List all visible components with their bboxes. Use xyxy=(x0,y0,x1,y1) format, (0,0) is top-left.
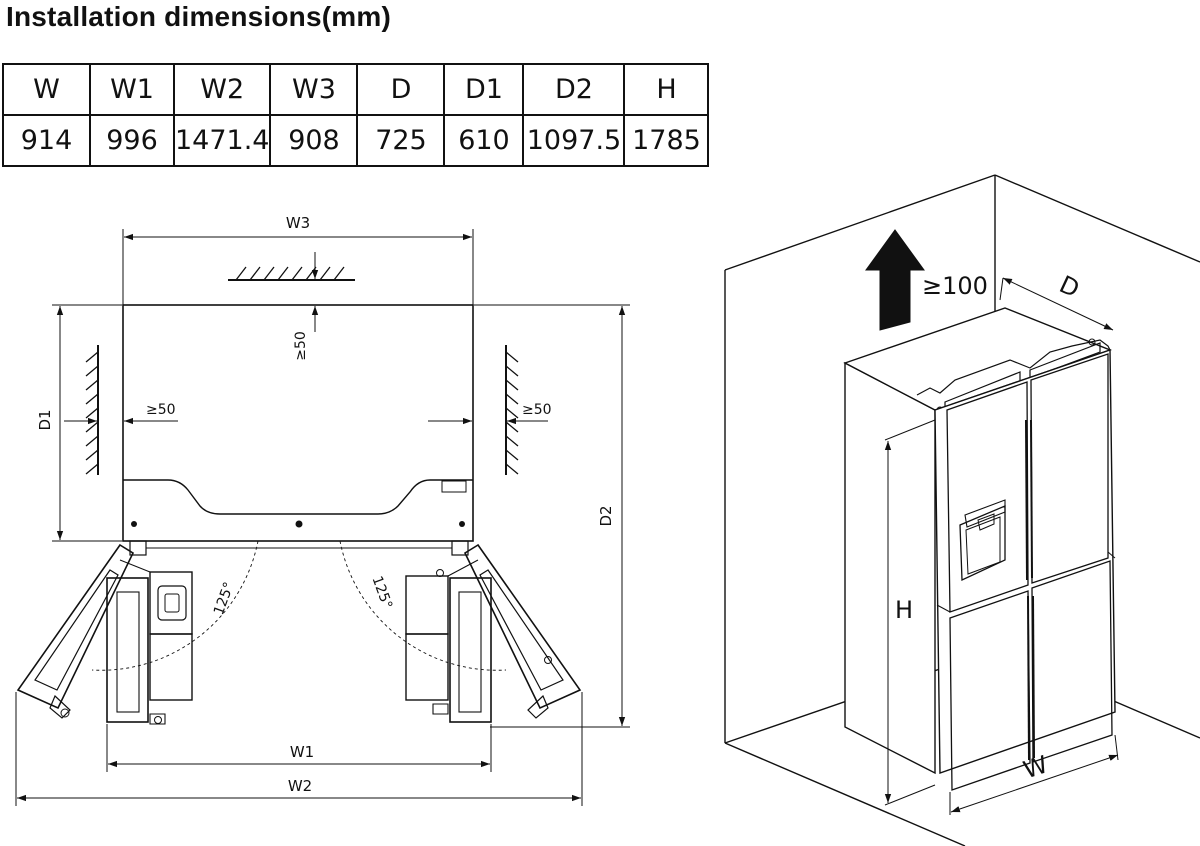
right-outer-door xyxy=(463,543,582,719)
table-header-cell: W2 xyxy=(172,63,272,116)
top-clearance-label: ≥50 xyxy=(293,331,309,361)
d2-dimension xyxy=(474,304,630,728)
table-header-cell: D2 xyxy=(522,63,626,116)
dimensions-table: W W1 W2 W3 D D1 D2 H 914 996 1471.4 908 … xyxy=(2,63,710,167)
table-value-cell: 1097.5 xyxy=(522,114,626,167)
table-value-cell: 1785 xyxy=(623,114,710,167)
table-value-cell: 914 xyxy=(2,114,91,167)
left-door-bins xyxy=(119,559,193,701)
left-inner-door xyxy=(106,577,166,725)
up-clearance-arrow xyxy=(865,229,925,331)
front-top-profile xyxy=(123,479,473,515)
iso-top-clearance-label: ≥100 xyxy=(922,272,988,300)
d1-dimension xyxy=(52,304,122,542)
right-door-bins xyxy=(405,559,479,701)
w2-label: W2 xyxy=(288,777,312,795)
fridge-body-outline xyxy=(122,304,474,542)
right-wall-hatch xyxy=(505,345,519,475)
w3-label: W3 xyxy=(286,214,310,232)
table-header-cell: D xyxy=(356,63,446,116)
table-header-cell: D1 xyxy=(443,63,525,116)
table-header-cell: H xyxy=(623,63,710,116)
left-clearance-label: ≥50 xyxy=(146,402,176,418)
table-value-cell: 996 xyxy=(89,114,175,167)
left-wall-hatch xyxy=(85,345,99,475)
w1-dimension xyxy=(106,724,492,772)
table-value-cell: 1471.4 xyxy=(172,114,272,167)
iso-fridge-body xyxy=(843,307,1116,791)
right-door-swing-arc xyxy=(339,540,507,671)
table-value-row: 914 996 1471.4 908 725 610 1097.5 1785 xyxy=(2,114,710,167)
iso-d-label: D xyxy=(1055,270,1084,303)
iso-h-label: H xyxy=(895,596,913,624)
table-value-cell: 610 xyxy=(443,114,525,167)
d2-label: D2 xyxy=(597,505,615,526)
table-value-cell: 908 xyxy=(269,114,359,167)
right-inner-door xyxy=(432,569,492,723)
left-outer-door xyxy=(16,543,135,719)
isometric-view: ≥100 D xyxy=(724,174,1200,846)
water-dispenser xyxy=(959,505,1006,582)
table-value-cell: 725 xyxy=(356,114,446,167)
table-header-cell: W1 xyxy=(89,63,175,116)
right-angle-label: 125° xyxy=(368,574,395,611)
table-header-cell: W3 xyxy=(269,63,359,116)
d1-label: D1 xyxy=(36,409,54,430)
top-wall-hatch xyxy=(228,266,355,281)
w2-dimension xyxy=(15,692,583,806)
table-header-row: W W1 W2 W3 D D1 D2 H xyxy=(2,63,710,116)
w3-dimension xyxy=(122,229,474,305)
left-door-swing-arc xyxy=(91,540,259,671)
plan-view: W3 ≥50 xyxy=(15,214,630,806)
page-title: Installation dimensions(mm) xyxy=(6,1,391,32)
left-angle-label: 125° xyxy=(211,580,238,617)
w1-label: W1 xyxy=(290,743,314,761)
right-clearance-label: ≥50 xyxy=(522,402,552,418)
table-header-cell: W xyxy=(2,63,91,116)
